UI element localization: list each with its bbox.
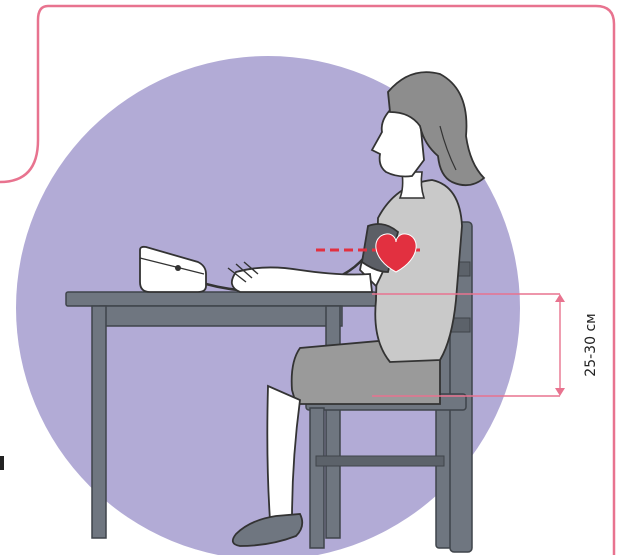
measurement-label: 25-30 см [583,313,599,376]
frame-border-left [0,6,48,182]
edge-mark [0,456,4,470]
